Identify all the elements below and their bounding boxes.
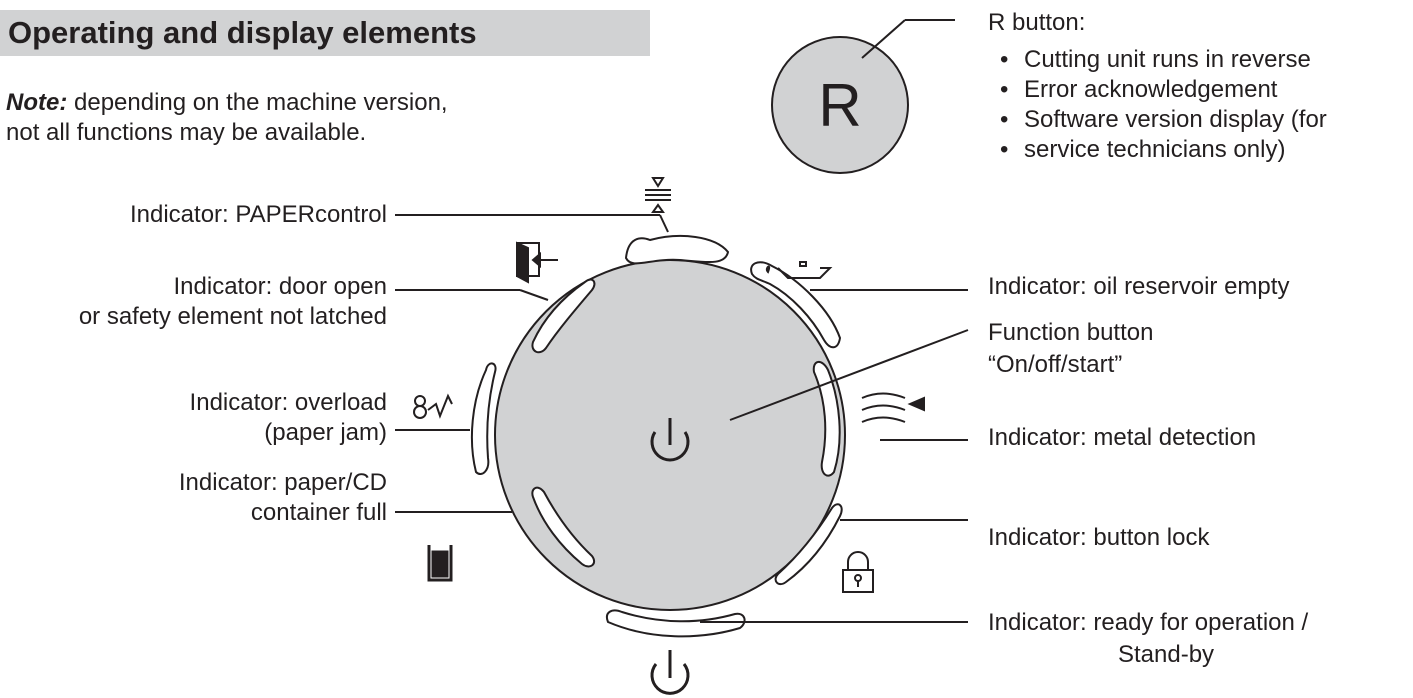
note-label: Note: bbox=[6, 89, 68, 116]
label-ready-1: Indicator: ready for operation / bbox=[988, 609, 1309, 636]
label-paper-control: Indicator: PAPERcontrol bbox=[129, 201, 387, 228]
note-line-1: Note: depending on the machine version, bbox=[6, 88, 448, 118]
container-full-icon bbox=[427, 545, 453, 582]
r-button[interactable] bbox=[771, 36, 909, 174]
note-text-1: depending on the machine version, bbox=[67, 89, 448, 116]
list-item: Cutting unit runs in reverse bbox=[1000, 45, 1327, 75]
overload-icon bbox=[413, 393, 453, 419]
label-overload-1: Indicator: overload bbox=[189, 389, 387, 416]
label-metal: Indicator: metal detection bbox=[988, 424, 1257, 451]
label-door-open-2: or safety element not latched bbox=[78, 303, 387, 330]
standby-power-icon bbox=[650, 650, 690, 695]
label-function-1: Function button bbox=[988, 319, 1154, 346]
label-function-2: “On/off/start” bbox=[988, 351, 1123, 378]
label-lock: Indicator: button lock bbox=[988, 524, 1210, 551]
indicator-lamp-container bbox=[531, 486, 596, 568]
label-oil: Indicator: oil reservoir empty bbox=[988, 273, 1290, 300]
r-button-heading: R button: bbox=[988, 9, 1086, 36]
indicator-lamp-ready bbox=[606, 609, 746, 638]
list-item: Software version display (for bbox=[1000, 105, 1327, 135]
indicator-lamp-oil bbox=[750, 261, 842, 349]
oil-can-icon bbox=[765, 261, 833, 279]
label-door-open-1: Indicator: door open bbox=[173, 273, 387, 300]
list-item: Error acknowledgement bbox=[1000, 75, 1327, 105]
indicator-lamp-paper-control bbox=[624, 235, 730, 265]
indicator-lamp-overload bbox=[470, 362, 497, 476]
paper-thickness-icon bbox=[645, 177, 671, 213]
padlock-icon bbox=[842, 551, 874, 593]
label-overload-2: (paper jam) bbox=[264, 419, 387, 446]
r-button-letter: R bbox=[818, 72, 861, 139]
title-bar bbox=[0, 10, 650, 56]
indicator-lamp-metal bbox=[812, 361, 841, 477]
indicator-lamp-lock bbox=[774, 503, 843, 586]
note-text-2: not all functions may be available. bbox=[6, 119, 367, 146]
metal-detection-icon bbox=[861, 392, 925, 423]
page-title: Operating and display elements bbox=[8, 15, 477, 50]
indicator-lamp-door bbox=[531, 278, 596, 354]
list-item: service technicians only) bbox=[1000, 135, 1327, 165]
r-button-functions: Cutting unit runs in reverse Error ackno… bbox=[1000, 45, 1327, 165]
label-container-2: container full bbox=[250, 499, 387, 526]
door-open-icon bbox=[516, 241, 558, 284]
label-container-1: Indicator: paper/CD bbox=[178, 469, 387, 496]
power-icon bbox=[650, 418, 690, 462]
label-ready-2: Stand-by bbox=[1118, 641, 1215, 668]
